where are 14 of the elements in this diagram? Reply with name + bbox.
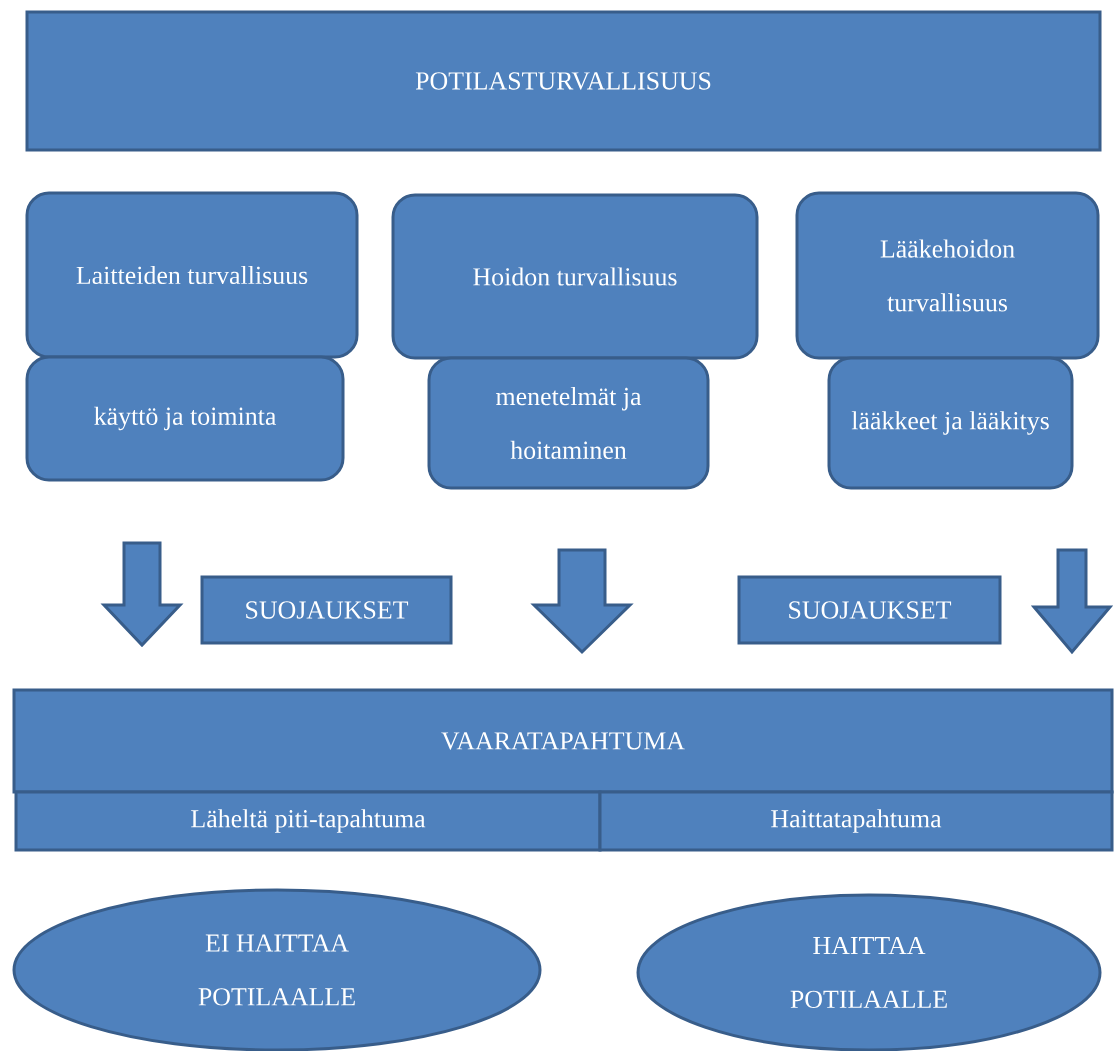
category-box: Lääkehoidon turvallisuus <box>795 191 1100 360</box>
block-arrow <box>530 548 634 655</box>
block-arrow <box>1030 548 1114 655</box>
label-box: SUOJAUKSET <box>737 575 1002 645</box>
subcategory-box: menetelmät ja hoitaminen <box>427 356 710 490</box>
subcategory-box: käyttö ja toiminta <box>25 355 345 482</box>
event-cell: Haittatapahtuma <box>598 790 1114 852</box>
block-arrow <box>100 541 184 648</box>
label-box: SUOJAUKSET <box>200 575 453 645</box>
event-cell: Läheltä piti-tapahtuma <box>14 790 602 852</box>
category-box: Hoidon turvallisuus <box>391 193 759 360</box>
title-banner: POTILASTURVALLISUUS <box>25 10 1102 152</box>
subcategory-box: lääkkeet ja lääkitys <box>827 356 1074 490</box>
category-box: Laitteiden turvallisuus <box>25 191 359 359</box>
